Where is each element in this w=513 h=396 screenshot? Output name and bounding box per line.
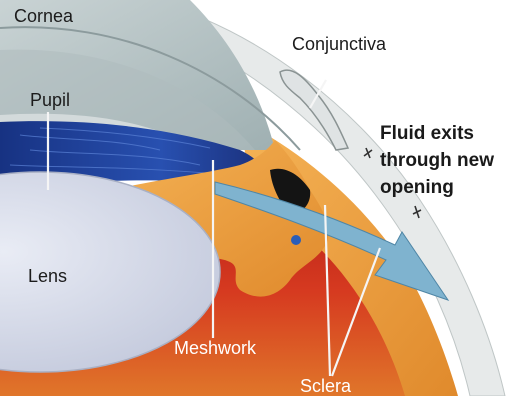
fluid-exits-label-line2: through new bbox=[380, 150, 494, 171]
meshwork-label: Meshwork bbox=[174, 338, 257, 358]
sclera-label: Sclera bbox=[300, 376, 352, 396]
lens-label: Lens bbox=[28, 266, 67, 286]
fluid-exits-label-line3: opening bbox=[380, 177, 454, 198]
fluid-droplet bbox=[291, 235, 301, 245]
cornea-label: Cornea bbox=[14, 6, 74, 26]
fluid-exits-label-line1: Fluid exits bbox=[380, 123, 474, 144]
pupil-label: Pupil bbox=[30, 90, 70, 110]
conjunctiva-label: Conjunctiva bbox=[292, 34, 387, 54]
